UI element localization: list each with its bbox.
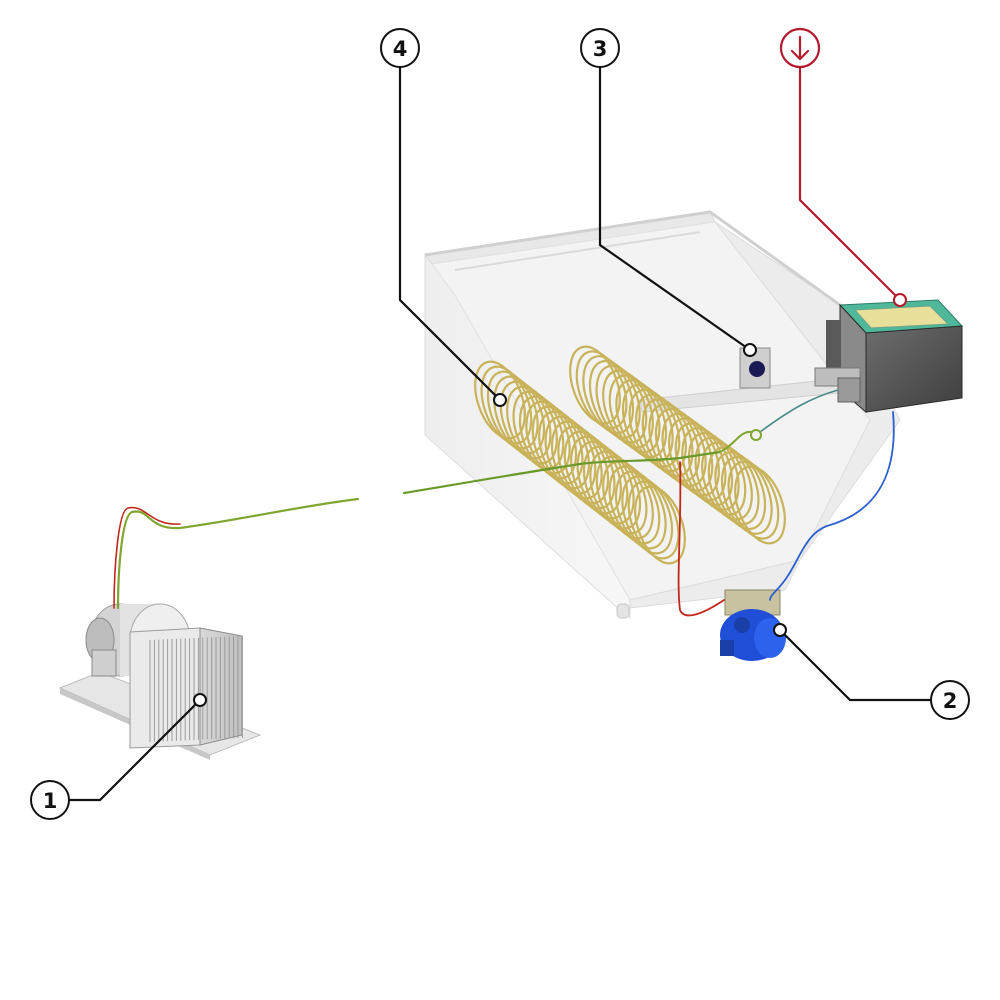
refrigerant-line-green: [116, 497, 360, 610]
leader-2: [779, 629, 931, 702]
coil-turn: [621, 475, 674, 555]
callout-leaders: [69, 67, 931, 802]
controller-box: [814, 299, 964, 414]
refrigerant-line-green-2: [402, 450, 722, 495]
callout-2[interactable]: 2: [930, 680, 970, 720]
coil-turn: [707, 446, 760, 526]
tank-rim: [424, 210, 841, 307]
coil-turn: [714, 451, 767, 531]
sensor-wire: [759, 389, 839, 433]
leader-dot-accent: [893, 293, 907, 307]
coil-turn: [720, 455, 773, 535]
pump: [720, 589, 786, 661]
leader-dot-3: [743, 343, 757, 357]
callout-4[interactable]: 4: [380, 28, 420, 68]
coil-turn: [627, 480, 680, 560]
coil-turn: [608, 465, 661, 545]
callout-1-label: 1: [43, 789, 58, 813]
callout-2-label: 2: [943, 689, 958, 713]
leader-3: [598, 67, 751, 351]
leader-dot-1: [193, 693, 207, 707]
callout-4-label: 4: [393, 37, 408, 61]
callout-1[interactable]: 1: [30, 780, 70, 820]
coil-turn: [727, 460, 780, 540]
tank-foot: [616, 603, 630, 619]
leader-dot-4: [493, 393, 507, 407]
leader-accent: [798, 67, 901, 301]
refrigerant-line-red: [113, 506, 181, 609]
accent-callout[interactable]: [779, 27, 821, 69]
leader-1: [69, 699, 201, 802]
pump-wire-blue: [769, 411, 895, 601]
leader-4: [398, 67, 501, 401]
heating-coils: [474, 345, 786, 565]
coil-turn: [614, 470, 667, 550]
callout-3-label: 3: [593, 37, 608, 61]
arrow-down-circle-icon: [790, 35, 810, 61]
pump-wire-red: [677, 461, 725, 617]
coil-feed-line: [719, 430, 753, 453]
leader-dot-2: [773, 623, 787, 637]
condensing-unit: [58, 603, 262, 760]
coil-turn: [734, 465, 786, 545]
wiring: [113, 389, 895, 617]
condenser-fins: [149, 635, 243, 742]
callout-3[interactable]: 3: [580, 28, 620, 68]
